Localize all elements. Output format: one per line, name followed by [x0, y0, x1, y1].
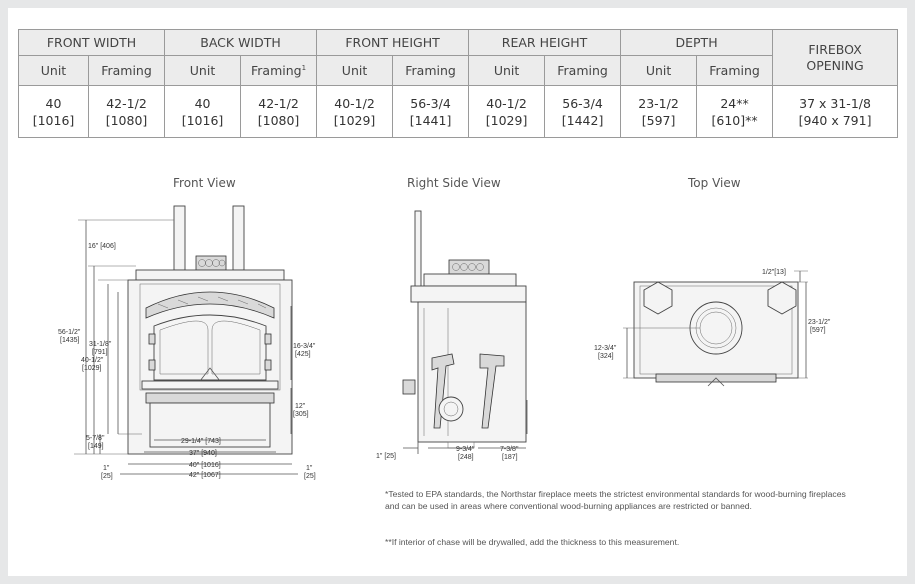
dim-side-1-in: 1" [25]: [376, 453, 396, 460]
svg-text:[1435]: [1435]: [60, 337, 80, 344]
value-cell: 42-1/2[1080]: [87, 85, 166, 138]
value-cell: 56-3/4[1441]: [392, 85, 470, 138]
svg-text:[25]: [25]: [304, 473, 316, 480]
value-cell: 23-1/2[597]: [620, 85, 698, 138]
glass-doors: [153, 314, 267, 381]
value-cell: 40[1016]: [18, 85, 89, 138]
subheader-unit: Unit: [316, 55, 394, 86]
footnote-marker: 1: [301, 63, 307, 72]
dim-1-in-right: 1": [306, 465, 313, 472]
vent-box: [195, 255, 227, 271]
subheader-unit: Unit: [468, 55, 546, 86]
header-front-width: FRONT WIDTH: [17, 29, 166, 56]
svg-text:[597]: [597]: [810, 327, 826, 334]
value-cell: 24**[610]**: [696, 85, 774, 138]
epa-footnote: *Tested to EPA standards, the Northstar …: [385, 489, 846, 511]
dim-56-half-in: 56-1/2": [58, 329, 81, 336]
firebox-header-line2: OPENING: [806, 57, 864, 73]
arch-grille: [145, 291, 275, 319]
subheader-framing: Framing: [392, 55, 470, 86]
header-back-width: BACK WIDTH: [164, 29, 318, 56]
side-vent-box: [448, 259, 490, 275]
dim-23-half-in: 23-1/2": [808, 319, 831, 326]
dim-half-in: 1/2"[13]: [762, 269, 786, 276]
dim-29-1-4-in: 29-1/4" [743]: [181, 438, 221, 445]
dim-9-3-4-in: 9-3/4": [456, 446, 475, 453]
header-firebox-opening: FIREBOX OPENING: [772, 29, 899, 86]
subheader-unit: Unit: [18, 55, 89, 86]
svg-text:[1029]: [1029]: [82, 365, 102, 372]
svg-text:[149]: [149]: [88, 443, 104, 450]
top-view-drawing: 1/2"[13] 23-1/2" [597] 12-3/4" [324]: [594, 269, 831, 387]
side-handle-right: [479, 353, 505, 429]
dim-40-half-in: 40-1/2": [81, 357, 104, 364]
header-depth: DEPTH: [620, 29, 774, 56]
header-rear-height: REAR HEIGHT: [468, 29, 622, 56]
chimney-pipe-right: [232, 205, 245, 271]
value-cell: 37 x 31-1/8[940 x 791]: [772, 85, 899, 138]
subheader-framing: Framing1: [240, 55, 318, 86]
chimney-pipe-left: [173, 205, 186, 271]
svg-text:[425]: [425]: [295, 351, 311, 358]
svg-text:[324]: [324]: [598, 353, 614, 360]
front-view-drawing: 16" [406] 56-1/2" [1435] 31-1/8" [791] 4…: [58, 205, 316, 480]
dim-31-1-8-in: 31-1/8": [89, 341, 112, 348]
side-handle-left: [431, 353, 455, 429]
lower-grille: [145, 392, 275, 404]
top-band: [135, 269, 285, 281]
dim-42-in: 42" [1067]: [189, 472, 221, 479]
front-view-title: Front View: [173, 176, 236, 190]
dim-16in: 16" [406]: [88, 243, 116, 250]
value-cell: 40-1/2[1029]: [316, 85, 394, 138]
svg-text:[248]: [248]: [458, 454, 474, 461]
dimensions-table: FRONT WIDTH BACK WIDTH FRONT HEIGHT REAR…: [17, 29, 899, 138]
svg-text:[305]: [305]: [293, 411, 309, 418]
spec-panel: FRONT WIDTH BACK WIDTH FRONT HEIGHT REAR…: [8, 8, 907, 576]
svg-text:[187]: [187]: [502, 454, 518, 461]
value-cell: 40[1016]: [164, 85, 242, 138]
top-chimney-right: [767, 281, 797, 315]
side-view-drawing: 1" [25] 9-3/4" [248] 7-3/8" [187]: [376, 210, 528, 461]
dim-7-3-8-in: 7-3/8": [500, 446, 519, 453]
table-row: 40[1016] 42-1/2[1080] 40[1016] 42-1/2[10…: [18, 85, 899, 138]
top-view-title: Top View: [688, 176, 741, 190]
side-air-intake: [438, 396, 464, 422]
value-cell: 40-1/2[1029]: [468, 85, 546, 138]
dim-40-in: 40" [1016]: [189, 462, 221, 469]
value-cell: 42-1/2[1080]: [240, 85, 318, 138]
technical-drawings: 16" [406] 56-1/2" [1435] 31-1/8" [791] 4…: [58, 205, 831, 480]
subheader-unit: Unit: [164, 55, 242, 86]
subheader-framing: Framing: [87, 55, 166, 86]
svg-text:[791]: [791]: [92, 349, 108, 356]
dim-12-in: 12": [295, 403, 306, 410]
svg-text:[25]: [25]: [101, 473, 113, 480]
dim-5-7-8-in: 5-7/8": [86, 435, 105, 442]
subheader-framing: Framing: [544, 55, 622, 86]
side-chimney: [414, 210, 422, 292]
value-cell: 56-3/4[1442]: [544, 85, 622, 138]
drywall-footnote: **If interior of chase will be drywalled…: [385, 537, 680, 547]
dim-16-3-4-in: 16-3/4": [293, 343, 316, 350]
dim-1-in-left: 1": [103, 465, 110, 472]
firebox-header-line1: FIREBOX: [808, 41, 862, 57]
dim-37-in: 37" [940]: [189, 450, 217, 457]
top-chimney-left: [643, 281, 673, 315]
side-view-title: Right Side View: [407, 176, 501, 190]
dim-12-3-4-in: 12-3/4": [594, 345, 617, 352]
